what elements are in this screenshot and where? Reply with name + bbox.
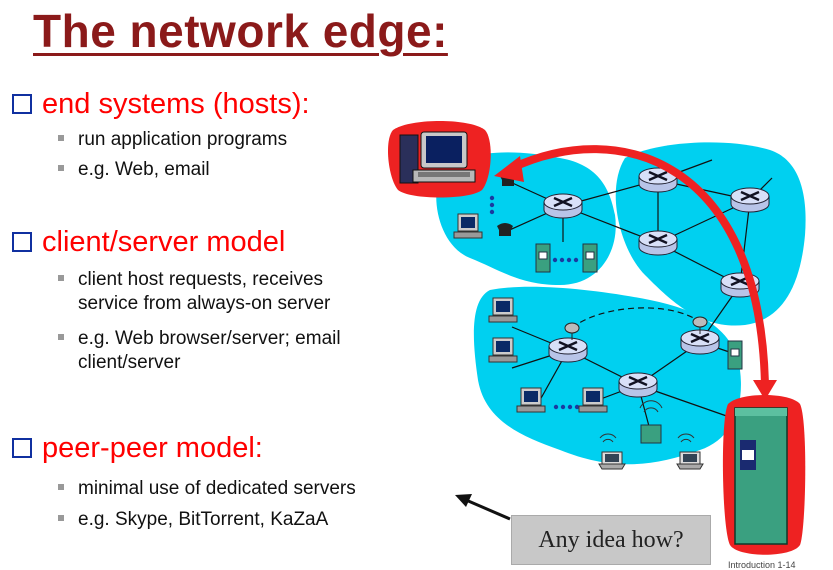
host-computer-icon (453, 213, 483, 239)
wifi-signal-icon (599, 400, 695, 443)
bullet-item: e.g. Web browser/server; email client/se… (58, 327, 341, 375)
square-bullet-icon (58, 135, 64, 141)
laptop-icon (598, 451, 626, 470)
section-peer-peer: peer-peer model: (12, 432, 263, 464)
checkbox-bullet-icon (12, 232, 32, 252)
bullet-item: run application programs (58, 128, 287, 152)
section-client-server: client/server model (12, 226, 285, 258)
access-point-icon (640, 424, 662, 444)
host-computer-icon (488, 337, 518, 363)
checkbox-bullet-icon (12, 94, 32, 114)
section-heading: client/server model (42, 226, 286, 258)
laptop-icon (676, 451, 704, 470)
bullet-item: minimal use of dedicated servers (58, 477, 356, 501)
square-bullet-icon (58, 484, 64, 490)
section-heading: peer-peer model: (42, 432, 263, 464)
bullet-item: client host requests, receives service f… (58, 268, 330, 316)
router-icon (547, 336, 589, 364)
router-icon (729, 186, 771, 214)
slide-title: The network edge: (33, 5, 448, 57)
slide-footnote: Introduction 1-14 (728, 560, 796, 570)
square-bullet-icon (58, 165, 64, 171)
server-icon (535, 243, 551, 273)
router-icon (637, 229, 679, 257)
server-icon (727, 340, 743, 370)
server-icon (582, 243, 598, 273)
network-blob-bottom (473, 286, 741, 465)
router-icon (617, 371, 659, 399)
callout-pointer-arrow-icon (455, 494, 511, 521)
checkbox-bullet-icon (12, 438, 32, 458)
bullet-item: e.g. Skype, BitTorrent, KaZaA (58, 508, 328, 532)
square-bullet-icon (58, 515, 64, 521)
section-heading: end systems (hosts): (42, 88, 310, 120)
router-icon (542, 192, 584, 220)
host-computer-icon (578, 387, 608, 413)
highlighted-host-icon (387, 121, 491, 198)
host-computer-icon (488, 297, 518, 323)
host-computer-icon (516, 387, 546, 413)
highlighted-server-icon (722, 395, 806, 555)
square-bullet-icon (58, 275, 64, 281)
square-bullet-icon (58, 334, 64, 340)
section-end-systems: end systems (hosts): (12, 88, 310, 120)
any-idea-callout: Any idea how? (511, 515, 711, 565)
connection-arrow-icon (494, 145, 777, 400)
satellite-dish-icon (564, 316, 708, 340)
bullet-item: e.g. Web, email (58, 158, 210, 182)
